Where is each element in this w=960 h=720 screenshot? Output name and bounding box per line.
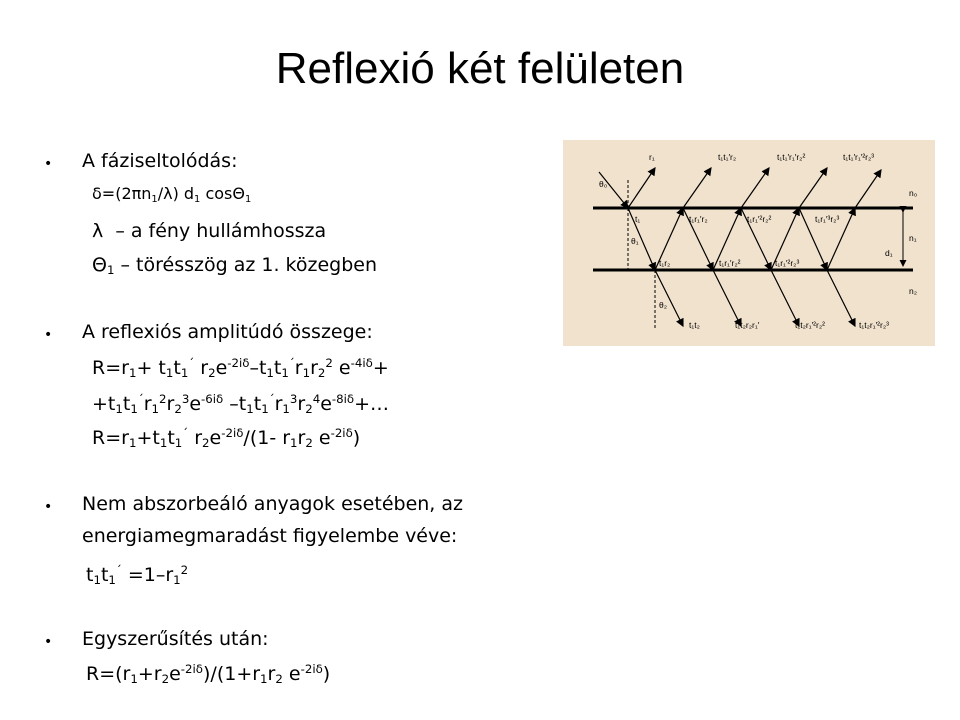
label-low-a: t₁r₂ (659, 258, 670, 268)
label-low-c: t₁r₁′²r₂³ (775, 258, 799, 268)
label-low-b: t₁r₁′r₂² (719, 258, 741, 268)
label-theta2: θ₂ (659, 300, 667, 310)
page-title: Reflexió két felületen (275, 44, 685, 93)
bullet-dot: • (44, 634, 53, 650)
label-top-a: t₁t₁′r₂ (718, 152, 736, 162)
incident-ray (598, 171, 629, 209)
label-bot-c: t₁t₂r₁′²r₂² (795, 320, 825, 330)
formula-delta: δ=(2πn1/λ) d1 cosΘ1 (92, 184, 252, 205)
bullet-reflection-sum: A reflexiós amplitúdó összege: (82, 321, 373, 343)
bullet-dot: • (44, 156, 53, 172)
formula-r-final: R=(r1+r2e-2iδ)/(1+r1r2 e-2iδ) (86, 662, 331, 686)
label-mid-a: t₁r₁′r₂ (689, 214, 708, 224)
label-n1: n₁ (909, 233, 917, 243)
label-mid-c: t₁r₁′³r₂³ (815, 214, 839, 224)
label-bot-b: t₁t₂r₂r₁′ (735, 320, 760, 330)
bullet-nonabsorbing-2: energiamegmaradást figyelembe véve: (82, 525, 458, 547)
label-theta0: θ₀ (599, 179, 608, 189)
label-top-c: t₁t₁′r₁′²r₂³ (843, 152, 874, 162)
lambda-description: a fény hullámhossza (130, 220, 327, 242)
formula-r-line1: R=r1+ t1t1´ r2e-2iδ–t1t1´r1r22 e-4iδ+ (92, 356, 389, 380)
label-bot-d: t₁t₂r₁′²r₂³ (859, 320, 889, 330)
lambda-line: λ – a fény hullámhossza (92, 220, 327, 242)
theta-line: Θ1 – törésszög az 1. közegben (92, 254, 377, 277)
label-theta1: θ₁ (631, 236, 639, 246)
label-d1: d₁ (885, 248, 893, 258)
label-mid-b: t₁r₁′²r₂² (747, 214, 771, 224)
formula-r-line2: +t1t1´r12r23e-6iδ –t1t1´r13r24e-8iδ+… (92, 392, 390, 416)
label-top-b: t₁t₁′r₁′r₂² (777, 152, 805, 162)
formula-energy: t1t1´ =1–r12 (86, 563, 189, 587)
bullet-simplified: Egyszerűsítés után: (82, 628, 269, 650)
label-bot-a: t₁t₂ (689, 320, 700, 330)
label-top-r1: r₁ (649, 152, 655, 162)
bullet-dot: • (44, 327, 53, 343)
bullet-phase-shift: A fáziseltolódás: (82, 150, 238, 172)
bullet-dot: • (44, 499, 53, 515)
label-n0: n₀ (909, 188, 918, 198)
theta-description: – törésszög az 1. közegben (120, 254, 377, 276)
label-n2: n₂ (909, 286, 917, 296)
bullet-nonabsorbing-1: Nem abszorbeáló anyagok esetében, az (82, 493, 464, 515)
formula-r-sum: R=r1+t1t1´ r2e-2iδ/(1- r1r2 e-2iδ) (92, 426, 361, 450)
reflection-diagram-svg: θ₀ θ₁ θ₂ n₀ n₁ n₂ d₁ r₁ t₁t₁′r₂ t₁t₁′r₁′… (593, 152, 918, 330)
two-interface-reflection-diagram: θ₀ θ₁ θ₂ n₀ n₁ n₂ d₁ r₁ t₁t₁′r₂ t₁t₁′r₁′… (563, 140, 935, 346)
label-mid-t1: t₁ (635, 214, 640, 224)
